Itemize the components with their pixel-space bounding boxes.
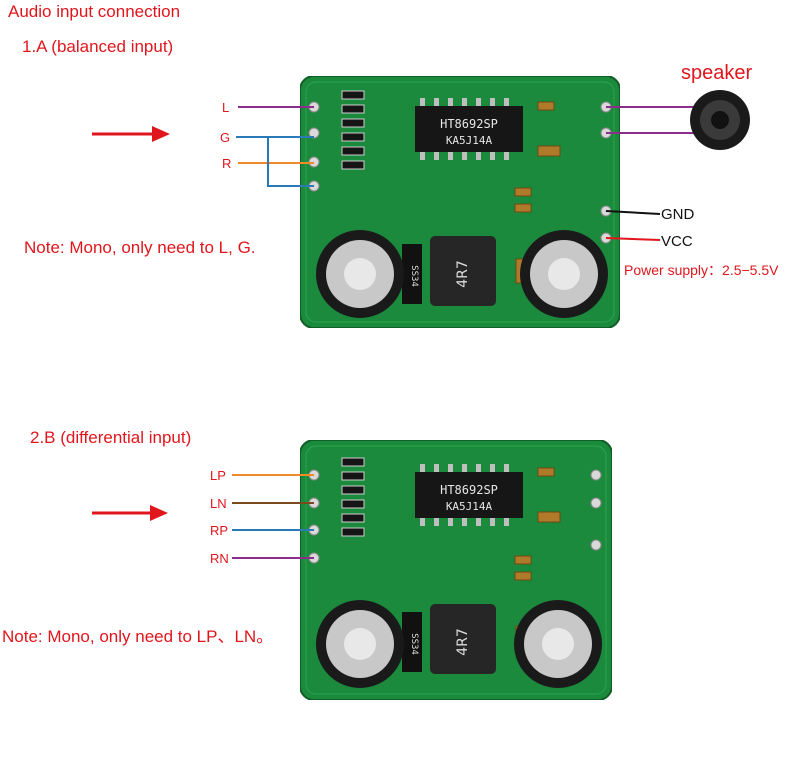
amplifier-board-a: HT8692SP KA5J14A SS34 4R7: [300, 76, 620, 328]
diode-label: SS34: [409, 265, 419, 287]
pin-label-r: R: [222, 156, 232, 171]
pin-label-lp: LP: [210, 468, 226, 483]
speaker-label: speaker: [681, 62, 753, 84]
wire-g-return: [267, 137, 314, 187]
power-supply-label: Power supply：2.5−5.5V: [624, 262, 779, 278]
input-arrow-b: [92, 505, 168, 521]
section-a-title: 1.A (balanced input): [22, 37, 174, 56]
chip-code-label: KA5J14A: [446, 134, 493, 147]
inductor-label: 4R7: [455, 260, 471, 288]
chip-code-label-b: KA5J14A: [446, 500, 493, 513]
section-b-title: 2.B (differential input): [30, 428, 192, 447]
pin-label-ln: LN: [210, 496, 227, 511]
wire-gnd: [605, 210, 661, 215]
pin-label-g: G: [220, 130, 231, 145]
speaker-icon: [690, 90, 750, 150]
header-title: Audio input connection: [8, 2, 181, 21]
chip-label: HT8692SP: [440, 117, 498, 131]
pin-label-rp: RP: [210, 523, 229, 538]
diode-label-b: SS34: [409, 633, 419, 655]
pin-label-rn: RN: [210, 551, 229, 566]
inductor-label-b: 4R7: [455, 628, 471, 656]
chip-label-b: HT8692SP: [440, 483, 498, 497]
section-a-note: Note: Mono, only need to L, G.: [24, 238, 256, 257]
amplifier-board-b: HT8692SP KA5J14A SS34 4R7: [300, 440, 612, 700]
gnd-label: GND: [661, 206, 695, 223]
wire-vcc: [605, 237, 661, 241]
section-b-note: Note: Mono, only need to LP、LN。: [2, 627, 274, 646]
vcc-label: VCC: [661, 233, 693, 250]
input-arrow-a: [92, 126, 170, 142]
pin-label-l: L: [222, 100, 230, 115]
